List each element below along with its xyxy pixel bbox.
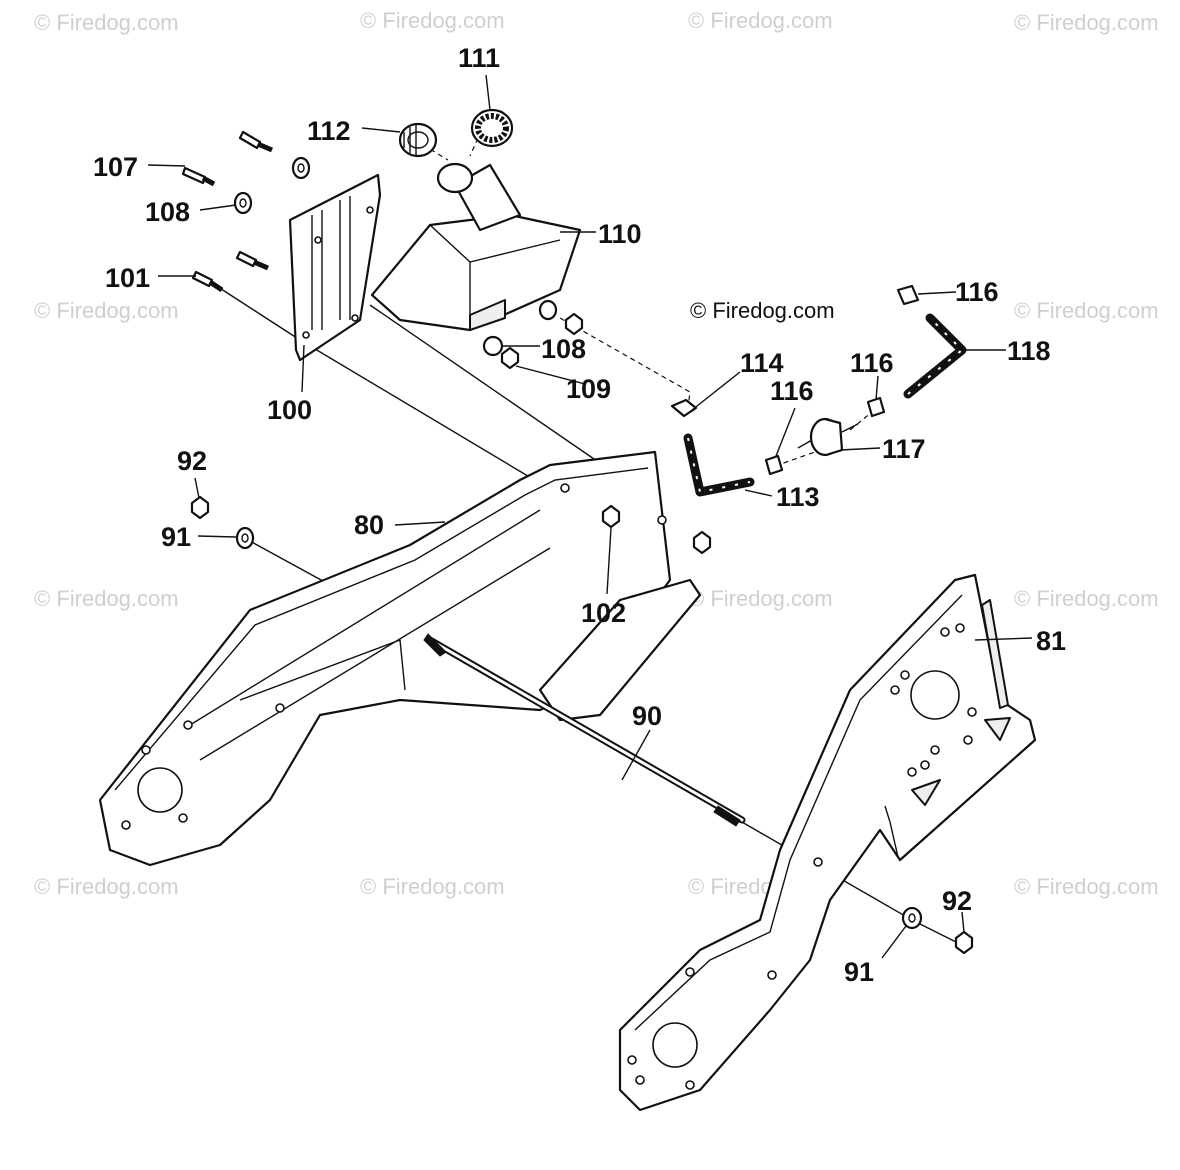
callout-102: 102 (581, 598, 626, 628)
nut-frame (692, 530, 712, 555)
credit-text: © Firedog.com (690, 298, 835, 323)
washer-tank-right (538, 299, 558, 321)
watermark: © Firedog.com (688, 586, 833, 611)
clamp-114 (670, 398, 698, 418)
watermark: © Firedog.com (1014, 874, 1159, 899)
nut-102 (601, 504, 621, 529)
watermark: © Firedog.com (1014, 10, 1159, 35)
callout-91: 91 (161, 522, 191, 552)
callout-92: 92 (177, 446, 207, 476)
watermark: © Firedog.com (34, 10, 179, 35)
hardware (181, 130, 974, 955)
fuel-tank-110 (370, 162, 582, 332)
watermark: © Firedog.com (34, 874, 179, 899)
fuel-filter-117 (797, 417, 859, 457)
callout-labels: 111 112 107 108 110 101 108 109 100 116 … (93, 43, 1066, 987)
callout-116: 116 (955, 277, 999, 307)
nut-92-right (954, 930, 974, 955)
callout-80: 80 (354, 510, 384, 540)
callout-116: 116 (770, 376, 814, 406)
callout-111: 111 (458, 43, 500, 73)
callout-92: 92 (942, 886, 972, 916)
callout-110: 110 (598, 219, 642, 249)
callout-90: 90 (632, 701, 662, 731)
washer-91-left (235, 526, 255, 550)
callout-112: 112 (307, 116, 351, 146)
bolt-107 (181, 166, 216, 187)
callout-107: 107 (93, 152, 138, 182)
clamp-116-top (896, 284, 920, 306)
callout-81: 81 (1036, 626, 1066, 656)
filter-111 (470, 108, 514, 148)
nut-109 (500, 346, 520, 370)
watermark: © Firedog.com (1014, 586, 1159, 611)
hose-113 (683, 433, 755, 497)
callout-91: 91 (844, 957, 874, 987)
washer-108b (482, 335, 504, 357)
clamp-116-mid (866, 396, 886, 418)
axle-rod-90 (423, 633, 746, 827)
frame-left-80 (98, 450, 702, 867)
watermark: © Firedog.com (34, 298, 179, 323)
nut-tank (564, 312, 584, 336)
bolt-mid (235, 250, 269, 271)
callout-108: 108 (145, 197, 190, 227)
callout-109: 109 (566, 374, 611, 404)
frame-right-81 (618, 573, 1037, 1112)
callout-114: 114 (740, 348, 784, 378)
watermark: © Firedog.com (360, 874, 505, 899)
washer-upper (291, 156, 311, 180)
nut-92-left (190, 495, 210, 520)
callout-101: 101 (105, 263, 150, 293)
callout-118: 118 (1007, 336, 1051, 366)
washer-108 (233, 191, 253, 215)
cap-112 (398, 122, 438, 158)
bolt-101 (191, 270, 224, 293)
watermark: © Firedog.com (360, 8, 505, 33)
callout-leaders (147, 74, 1033, 959)
callout-108: 108 (541, 334, 586, 364)
callout-113: 113 (776, 482, 820, 512)
hose-118 (903, 313, 967, 399)
bracket-100 (288, 173, 382, 362)
watermark: © Firedog.com (688, 8, 833, 33)
bolt-upper (238, 130, 273, 153)
clamp-116-lower (764, 454, 784, 476)
callout-117: 117 (882, 434, 926, 464)
callout-116: 116 (850, 348, 894, 378)
washer-91-right (901, 906, 923, 930)
watermark: © Firedog.com (34, 586, 179, 611)
watermark: © Firedog.com (1014, 298, 1159, 323)
callout-100: 100 (267, 395, 312, 425)
